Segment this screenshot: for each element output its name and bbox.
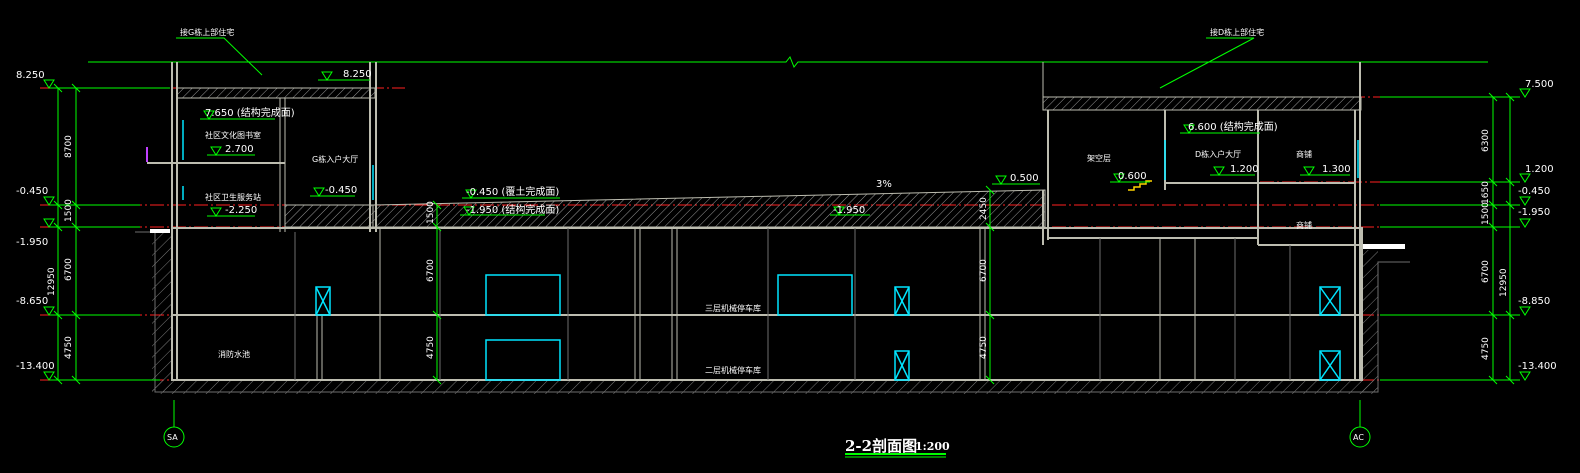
dim-inner-3: 4750: [426, 336, 436, 359]
room-fire-pool: 消防水池: [218, 349, 250, 359]
dim-left-3: 6700: [64, 258, 74, 281]
door-icon: [1319, 350, 1341, 381]
elev-left-4: -8.650: [16, 296, 48, 307]
dim-inner-1: 1500: [426, 201, 436, 224]
axis-bubble-right: [1349, 426, 1371, 448]
dim-inner-4: 2450: [979, 197, 989, 220]
room-parking-3: 三层机械停车库: [705, 303, 761, 313]
room-library: 社区文化图书室: [205, 130, 261, 140]
axis-bubble-left: [163, 426, 185, 448]
dim-left-1: 8700: [64, 135, 74, 158]
room-shop-2: 商铺: [1296, 220, 1312, 230]
dim-inner-5: 6700: [979, 259, 989, 282]
dim-inner-2: 6700: [426, 259, 436, 282]
slope-label: 3%: [876, 179, 892, 190]
door-icon: [1319, 286, 1341, 316]
dim-right-1: 6300: [1481, 129, 1491, 152]
leaders: [176, 37, 1255, 89]
door-icon: [894, 350, 910, 381]
dim-left-4: 12950: [47, 267, 57, 296]
dim-right-5: 12950: [1499, 268, 1509, 297]
elev-left-5: -13.400: [16, 361, 55, 372]
level-d: -0.450: [325, 185, 357, 196]
level-e: -2.250: [225, 205, 257, 216]
door-icon: [315, 286, 331, 316]
slabs: [150, 87, 1405, 249]
doors: [146, 120, 1359, 381]
level-h: -1.950: [833, 205, 865, 216]
drawing-scale: 1:200: [915, 440, 950, 453]
dim-right-2: 1650: [1481, 181, 1491, 204]
room-health: 社区卫生服务站: [205, 192, 261, 202]
soil-hatch: [135, 231, 1410, 394]
car-lift-mid: [777, 274, 853, 316]
level-a: 8.250: [343, 69, 372, 80]
elev-right-5: -8.850: [1518, 296, 1550, 307]
left-dimension-chain: [43, 79, 170, 385]
room-parking-2: 二层机械停车库: [705, 365, 761, 375]
level-l: 1.200: [1230, 164, 1259, 175]
note-right: 接D栋上部住宅: [1210, 27, 1264, 37]
elev-left-1: 8.250: [16, 70, 45, 81]
axis-markers: [163, 400, 1371, 458]
room-lobby-g: G栋入户大厅: [312, 154, 358, 164]
level-m: 1.300: [1322, 164, 1351, 175]
inner-dimensions: [432, 185, 995, 385]
level-k: 0.600: [1118, 171, 1147, 182]
level-b: 7.650 (结构完成面): [205, 106, 295, 119]
axis-label-left: SA: [167, 433, 178, 442]
car-lift-lower: [485, 339, 561, 381]
level-i: 0.500: [1010, 173, 1039, 184]
dim-inner-6: 4750: [979, 336, 989, 359]
elev-right-4: -1.950: [1518, 207, 1550, 218]
room-lobby-d: D栋入户大厅: [1195, 149, 1241, 159]
room-overhead: 架空层: [1087, 153, 1111, 163]
right-dimension-chain: [1380, 88, 1531, 385]
door-icon: [894, 286, 910, 316]
dim-right-4: 6700: [1481, 260, 1491, 283]
note-left: 接G栋上部住宅: [180, 27, 234, 37]
texts: 接G栋上部住宅 接D栋上部住宅 8.250 -0.450 -1.950 -8.6…: [16, 27, 1557, 455]
level-markers: [200, 71, 1350, 217]
dim-left-2: 1500: [64, 199, 74, 222]
car-lift-upper: [485, 274, 561, 316]
drawing-title: 2-2剖面图: [845, 437, 917, 455]
elev-left-2: -0.450: [16, 186, 48, 197]
level-f: -0.450 (覆土完成面): [466, 185, 559, 198]
level-j: 6.600 (结构完成面): [1188, 120, 1278, 133]
elev-right-6: -13.400: [1518, 361, 1557, 372]
dim-right-6: 4750: [1481, 337, 1491, 360]
dim-right-3: 1500: [1481, 202, 1491, 225]
level-c: 2.700: [225, 144, 254, 155]
top-reference-line: [88, 56, 1488, 68]
dim-left-5: 4750: [64, 336, 74, 359]
elev-left-3: -1.950: [16, 237, 48, 248]
elev-right-1: 7.500: [1525, 79, 1554, 90]
elev-right-3: -0.450: [1518, 186, 1550, 197]
elev-right-2: 1.200: [1525, 164, 1554, 175]
room-shop-1: 商铺: [1296, 149, 1312, 159]
level-g: -1.950 (结构完成面): [466, 203, 559, 216]
axis-label-right: AC: [1353, 433, 1364, 442]
parking-grid: [294, 228, 1291, 380]
